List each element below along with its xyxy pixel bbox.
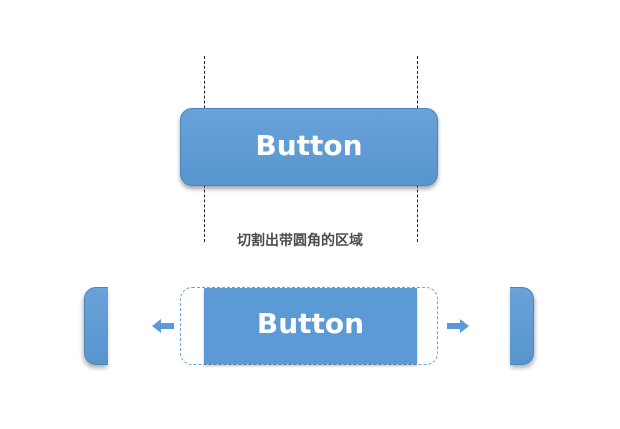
original-button-outline [180, 287, 438, 365]
cut-caption: 切割出带圆角的区域 [237, 233, 363, 249]
arrow-right-icon [447, 319, 469, 333]
original-button: Button [180, 108, 438, 186]
original-button-label: Button [255, 129, 363, 162]
stretchable-middle-slice: Button [204, 288, 417, 364]
left-rounded-corner-slice [84, 287, 108, 365]
right-rounded-corner-slice [510, 287, 534, 365]
middle-slice-label: Button [256, 307, 365, 340]
arrow-left-icon [152, 319, 174, 333]
